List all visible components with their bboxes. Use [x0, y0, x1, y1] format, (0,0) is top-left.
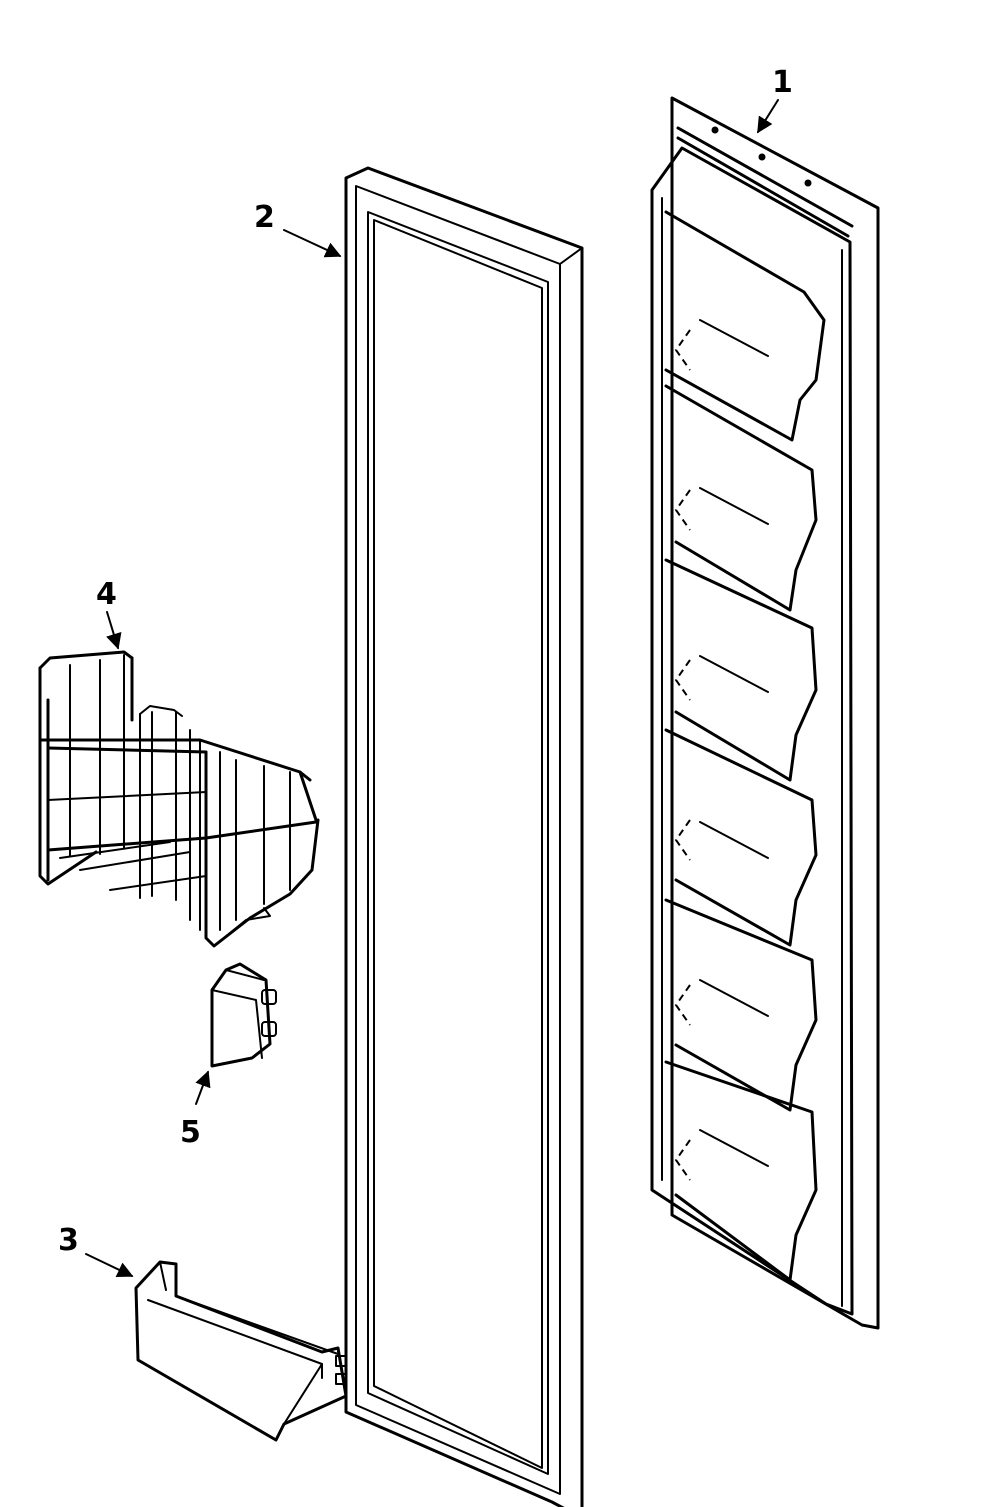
callout-label-2: 2 — [254, 200, 275, 235]
door-shelves — [664, 210, 826, 1282]
callout-1: 1 — [757, 65, 793, 134]
callout-label-3: 3 — [58, 1223, 79, 1258]
door-bin — [134, 1260, 348, 1442]
callout-label-1: 1 — [772, 65, 793, 100]
wire-basket — [38, 650, 320, 948]
callout-label-5: 5 — [180, 1115, 201, 1150]
door-gasket — [344, 166, 584, 1507]
callout-3: 3 — [58, 1223, 134, 1278]
clip-bracket — [210, 962, 277, 1068]
door-liner — [650, 96, 880, 1330]
callout-4: 4 — [96, 577, 122, 650]
callout-label-4: 4 — [96, 577, 117, 612]
callout-5: 5 — [180, 1070, 211, 1150]
callout-2: 2 — [254, 200, 342, 258]
